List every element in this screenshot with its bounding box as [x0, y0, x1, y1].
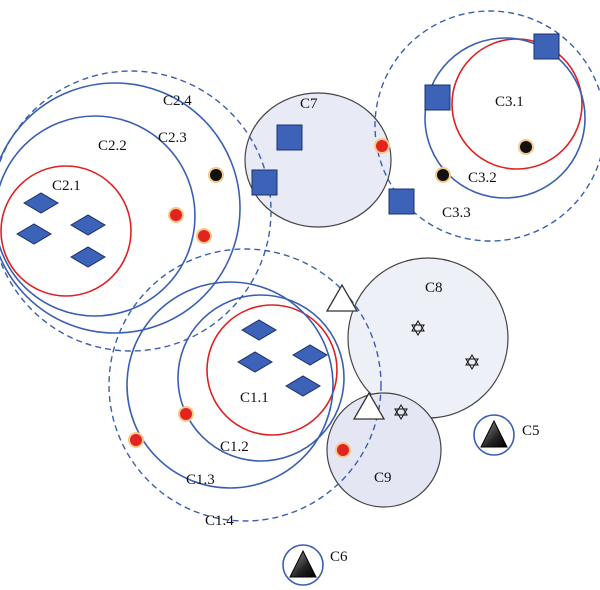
diamond-marker [237, 351, 273, 373]
label-c6: C6 [330, 549, 348, 565]
square-marker [276, 124, 303, 151]
diamond-marker [23, 192, 59, 214]
white-triangle-marker [352, 391, 386, 420]
star-icon [465, 354, 479, 370]
label-c2-1: C2.1 [52, 178, 81, 194]
ring-c1-4 [108, 248, 382, 522]
star-icon [394, 404, 408, 420]
label-c3-2: C3.2 [468, 170, 497, 186]
ring-c1-3 [126, 281, 334, 489]
ring-c2-1 [0, 165, 132, 297]
diamond-marker [241, 319, 277, 341]
label-c1-4: C1.4 [205, 513, 234, 529]
cluster-c9-region [326, 392, 442, 508]
red-dot [335, 442, 351, 458]
white-triangle-marker [325, 283, 359, 312]
label-c1-1: C1.1 [240, 390, 269, 406]
label-c2-4: C2.4 [163, 93, 192, 109]
red-dot [374, 138, 390, 154]
diamond-marker [292, 344, 328, 366]
square-marker [388, 188, 415, 215]
black-dot [208, 167, 224, 183]
square-marker [533, 33, 560, 60]
label-c5: C5 [522, 423, 540, 439]
label-c2-2: C2.2 [98, 138, 127, 154]
red-dot [128, 432, 144, 448]
ring-c3-3 [374, 10, 600, 242]
label-c8: C8 [425, 280, 443, 296]
ring-c1-1 [206, 304, 338, 436]
c5-triangle-icon [480, 419, 508, 448]
square-marker [251, 169, 278, 196]
black-dot [518, 139, 534, 155]
ring-c3-2 [424, 37, 586, 199]
diamond-marker [70, 246, 106, 268]
ring-c2-3 [0, 82, 241, 334]
red-dot [196, 228, 212, 244]
star-icon [411, 320, 425, 336]
diamond-marker [285, 375, 321, 397]
label-c2-3: C2.3 [158, 130, 187, 146]
cluster-c7-region [244, 92, 392, 228]
red-dot [168, 207, 184, 223]
label-c3-3: C3.3 [442, 205, 471, 221]
label-c9: C9 [374, 470, 392, 486]
ring-c1-2 [177, 294, 345, 462]
c6-triangle-icon [289, 549, 317, 578]
label-c3-1: C3.1 [495, 94, 524, 110]
label-c1-2: C1.2 [220, 439, 249, 455]
label-c1-3: C1.3 [186, 472, 215, 488]
red-dot [178, 406, 194, 422]
ring-c2-4 [0, 70, 272, 352]
diamond-marker [70, 214, 106, 236]
ring-c2-2 [0, 115, 196, 317]
label-c7: C7 [300, 96, 318, 112]
diamond-marker [16, 223, 52, 245]
square-marker [424, 84, 451, 111]
black-dot [435, 167, 451, 183]
